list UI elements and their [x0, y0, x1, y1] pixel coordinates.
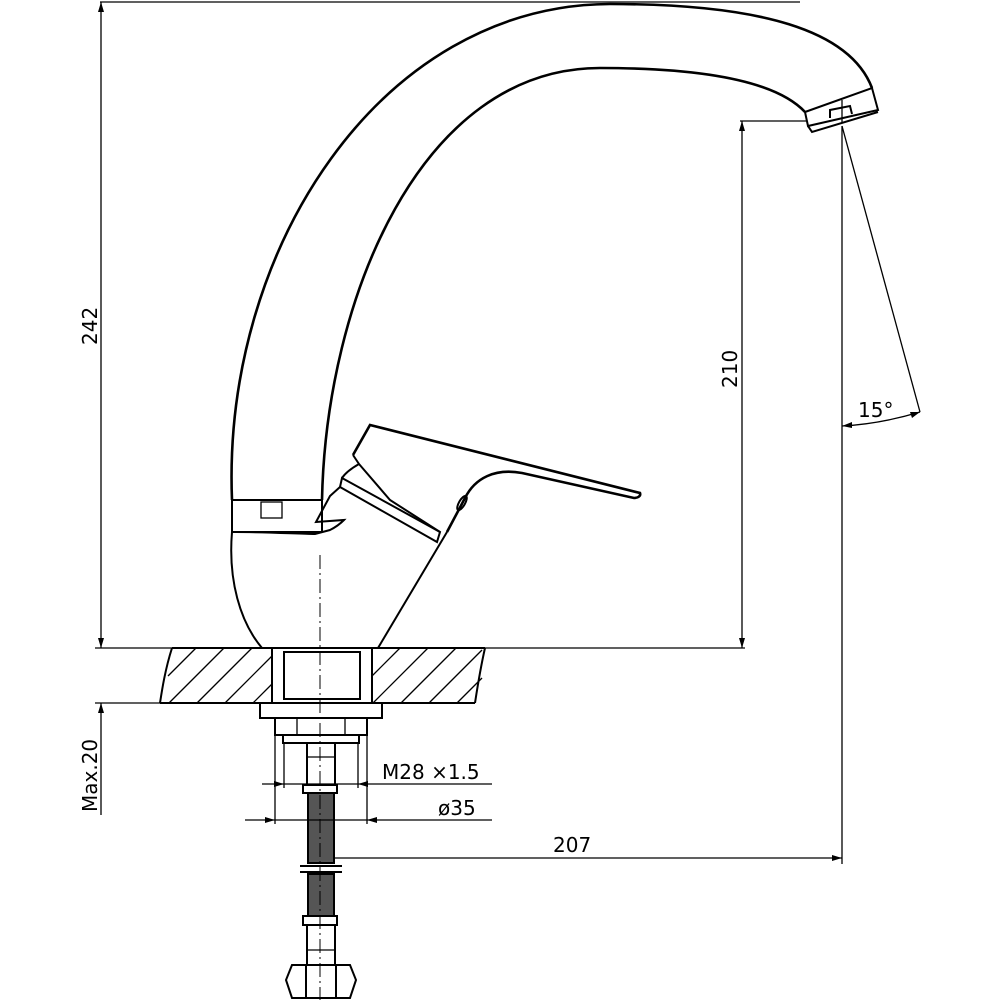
dim-max-thickness: Max.20	[78, 739, 102, 812]
hatch-line	[400, 647, 457, 704]
hatch-line	[252, 683, 273, 704]
hex-nut	[284, 964, 358, 999]
aerator-nozzle	[803, 86, 880, 134]
hatch-line	[372, 647, 429, 704]
mounting-hardware	[259, 702, 383, 744]
supply-hose	[284, 742, 358, 999]
dim-spout-reach: 207	[553, 833, 591, 857]
hatch-line	[224, 655, 273, 704]
dimension-lines	[95, 1, 921, 864]
dim-spout-height: 210	[718, 350, 742, 388]
dim-total-height: 242	[78, 307, 102, 345]
hatch-line	[167, 647, 197, 677]
dim-spout-angle: 15°	[858, 398, 893, 422]
hatch-line	[196, 647, 253, 704]
braided-hose-lower	[307, 873, 335, 917]
faucet-body	[230, 486, 448, 649]
mixer-lever	[338, 423, 642, 544]
hatch-line	[428, 649, 483, 704]
hatch-line	[168, 647, 225, 704]
section-hatching	[167, 647, 483, 704]
dim-base-diameter: ø35	[438, 796, 476, 820]
countertop-section	[159, 647, 486, 704]
hatch-line	[371, 647, 401, 677]
braided-hose-upper	[307, 792, 335, 864]
spout	[230, 2, 880, 501]
dim-thread: M28 ×1.5	[382, 760, 480, 784]
hatch-line	[456, 677, 483, 704]
swivel-collar	[231, 499, 323, 533]
